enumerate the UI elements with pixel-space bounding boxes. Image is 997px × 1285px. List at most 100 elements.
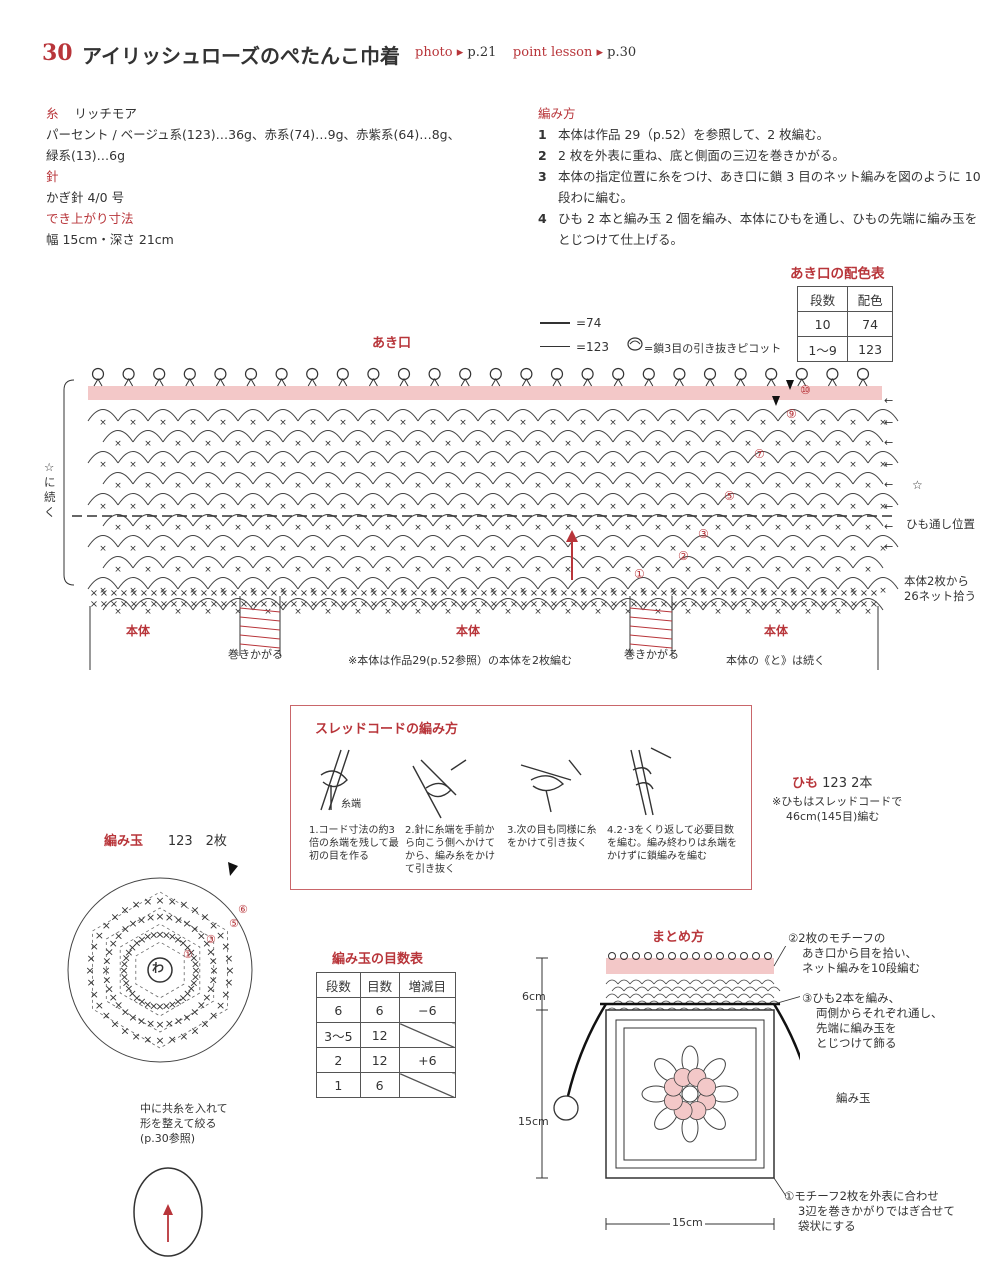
foundation-sc: × — [200, 588, 208, 599]
arrow-head — [566, 530, 578, 542]
ball-sc: × — [128, 1011, 137, 1024]
foundation-sc: × — [560, 588, 568, 599]
net-arc — [642, 472, 674, 485]
sc-mark: × — [789, 418, 797, 428]
net-arc — [683, 986, 697, 992]
row-arrow: ← — [884, 394, 893, 407]
assembly-note-2-line-1: ②2枚のモチーフの — [788, 931, 886, 945]
whip-stitch — [629, 634, 673, 640]
ball-sc: × — [187, 946, 196, 959]
net-arc — [582, 598, 614, 611]
picot-icon — [627, 337, 643, 351]
ball-sc: × — [182, 1011, 191, 1024]
net-arc — [867, 451, 899, 464]
yarn-line-1: パーセント / ベージュ系(123)…36g、赤系(74)…9g、赤紫系(64)… — [46, 127, 461, 142]
picot-mark — [612, 367, 625, 381]
foundation-sc: × — [750, 588, 758, 599]
net-arc — [852, 514, 884, 527]
net-arc — [552, 598, 584, 611]
foundation-sc: × — [130, 599, 138, 610]
sc-mark: × — [174, 565, 182, 575]
foundation-sc: × — [120, 588, 128, 599]
row-marker: ⑤ — [724, 489, 735, 503]
table-cell: 1〜9 — [796, 336, 849, 362]
row-marker: ⑦ — [754, 447, 765, 461]
net-arc — [653, 993, 667, 999]
net-arc — [717, 493, 749, 506]
method-step-text: 本体は作品 29（p.52）を参照して、2 枚編む。 — [558, 127, 830, 142]
foundation-sc: × — [440, 599, 448, 610]
net-arc — [432, 556, 464, 569]
net-arc — [117, 451, 149, 464]
ball-sc: × — [183, 941, 192, 954]
sc-mark: × — [489, 460, 497, 470]
table-header-row: 段数 目数 増減目 — [316, 972, 457, 998]
sc-mark: × — [354, 523, 362, 533]
sc-mark: × — [324, 565, 332, 575]
ball-sc: × — [102, 1009, 111, 1022]
table-cell: 123 — [847, 336, 893, 362]
sc-mark: × — [654, 523, 662, 533]
foundation-sc: × — [110, 599, 118, 610]
page-title: アイリッシュローズのぺたんこ巾着 — [82, 44, 400, 68]
net-arc — [117, 535, 149, 548]
picot-mark — [680, 952, 688, 960]
net-arc — [617, 993, 631, 999]
foundation-sc: × — [280, 588, 288, 599]
net-arc — [417, 409, 449, 422]
method-step-text: 2 枚を外表に重ね、底と側面の三辺を巻きかがる。 — [558, 148, 845, 163]
foundation-sc: × — [470, 588, 478, 599]
net-arc — [252, 556, 284, 569]
net-arc — [432, 430, 464, 443]
net-arc — [342, 430, 374, 443]
ball-sc: × — [105, 983, 114, 996]
ball-sc: × — [120, 970, 129, 983]
sc-mark: × — [219, 502, 227, 512]
net-arc — [267, 451, 299, 464]
assembly-note-2-line-2: あき口から目を拾い、 — [802, 946, 917, 960]
net-arc — [837, 577, 869, 590]
legend-123: =123 — [576, 340, 609, 354]
table-cell: +6 — [398, 1047, 457, 1073]
net-arc — [177, 535, 209, 548]
ball-sc: × — [110, 910, 119, 923]
net-arc — [477, 577, 509, 590]
net-arc — [267, 409, 299, 422]
net-arc — [777, 493, 809, 506]
net-arc — [192, 556, 224, 569]
assembly-note-2-line-3: ネット編みを10段編む — [802, 961, 921, 975]
picot-stem — [521, 377, 531, 387]
row-marker: ⑩ — [800, 383, 811, 397]
net-arc — [372, 430, 404, 443]
whip-stitch — [629, 625, 673, 631]
ball-left — [553, 1095, 579, 1121]
picot-stem — [766, 377, 776, 387]
picot-mark — [367, 367, 380, 381]
table-header-row: 段数 配色 — [796, 286, 893, 312]
picot-stem — [552, 377, 562, 387]
ball-sc: × — [146, 911, 155, 924]
net-arc — [207, 535, 239, 548]
sc-mark: × — [684, 439, 692, 449]
page-references: photo ▸ p.21 point lesson ▸ p.30 — [415, 45, 636, 60]
sc-mark: × — [654, 565, 662, 575]
sc-mark: × — [864, 565, 872, 575]
ball-sc: × — [200, 910, 209, 923]
foundation-sc: × — [290, 588, 298, 599]
net-arc — [357, 493, 389, 506]
opening-net-chart: ××××××××××××××××××××××××××××××××××××××××… — [63, 367, 899, 670]
foundation-sc: × — [830, 599, 838, 610]
net-arc — [132, 472, 164, 485]
sc-mark: × — [504, 565, 512, 575]
sc-mark: × — [324, 607, 332, 617]
foundation-sc: × — [170, 588, 178, 599]
sc-mark: × — [234, 607, 242, 617]
picot-stem — [644, 377, 654, 387]
ball-sc: × — [121, 1005, 130, 1018]
continue-star-note: ☆に続く — [44, 460, 56, 519]
ball-sc: × — [191, 970, 200, 983]
arrow-icon: ▸ — [596, 45, 604, 60]
ball-sc: × — [105, 946, 114, 959]
sc-mark: × — [294, 481, 302, 491]
